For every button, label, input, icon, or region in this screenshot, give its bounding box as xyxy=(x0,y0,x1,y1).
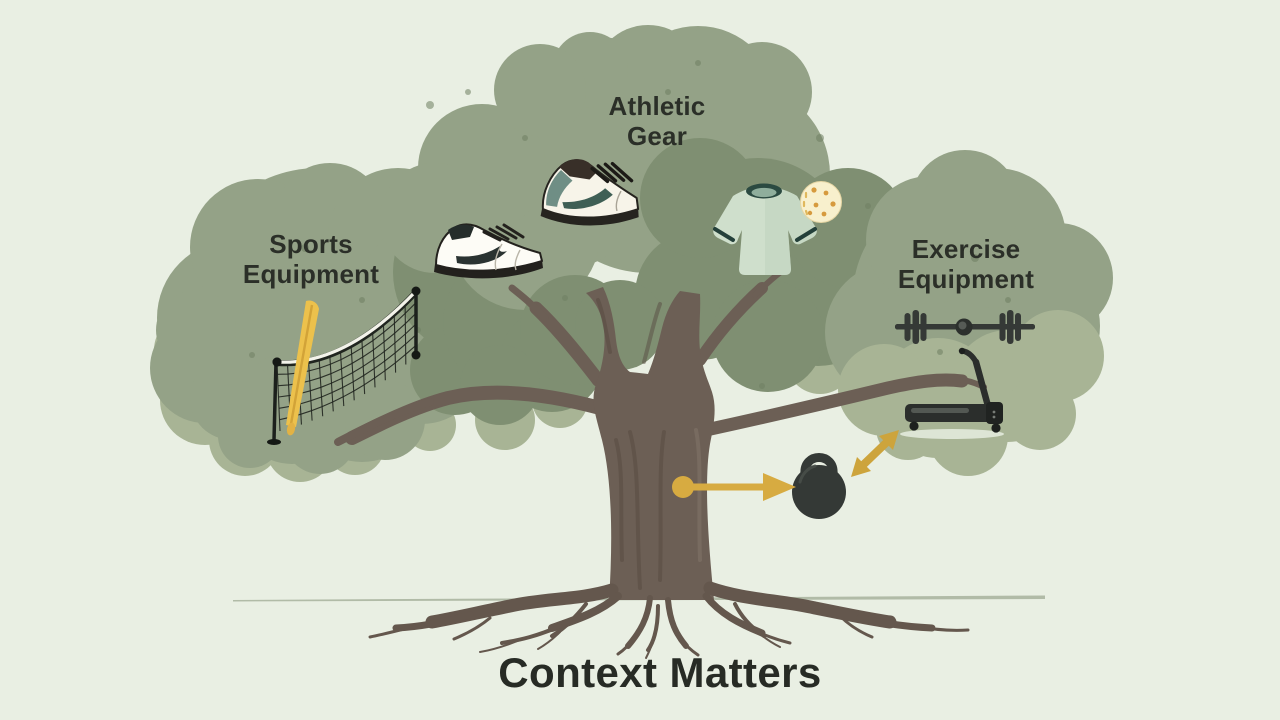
kettlebell-icon xyxy=(792,453,846,519)
page-title: Context Matters xyxy=(498,649,822,696)
arrow-trunk-to-kettlebell xyxy=(672,473,796,501)
label-exercise-equipment: Exercise Equipment xyxy=(898,234,1034,294)
label-sports-line1: Sports xyxy=(269,228,353,259)
label-sports-equipment: Sports Equipment xyxy=(243,229,379,289)
label-exercise-line2: Equipment xyxy=(897,264,1035,294)
label-athletic-line2: Gear xyxy=(626,121,688,151)
ball-icon xyxy=(800,181,842,223)
sneaker-icon-teal xyxy=(540,159,640,226)
label-athletic-gear: Athletic Gear xyxy=(609,91,706,151)
canopy-speckles xyxy=(249,60,1011,389)
label-exercise-line1: Exercise xyxy=(911,233,1021,264)
tree-roots xyxy=(368,581,970,659)
label-sports-line2: Equipment xyxy=(242,259,380,289)
sneaker-icon-white xyxy=(434,223,543,279)
treadmill-icon xyxy=(900,347,1004,439)
net-icon xyxy=(267,286,421,445)
label-athletic-line1: Athletic xyxy=(608,90,706,121)
tree-trunk xyxy=(334,268,987,659)
baseball-bat-icon xyxy=(286,300,319,436)
arrow-kettlebell-treadmill-double xyxy=(851,430,899,477)
barbell-icon xyxy=(895,310,1035,344)
